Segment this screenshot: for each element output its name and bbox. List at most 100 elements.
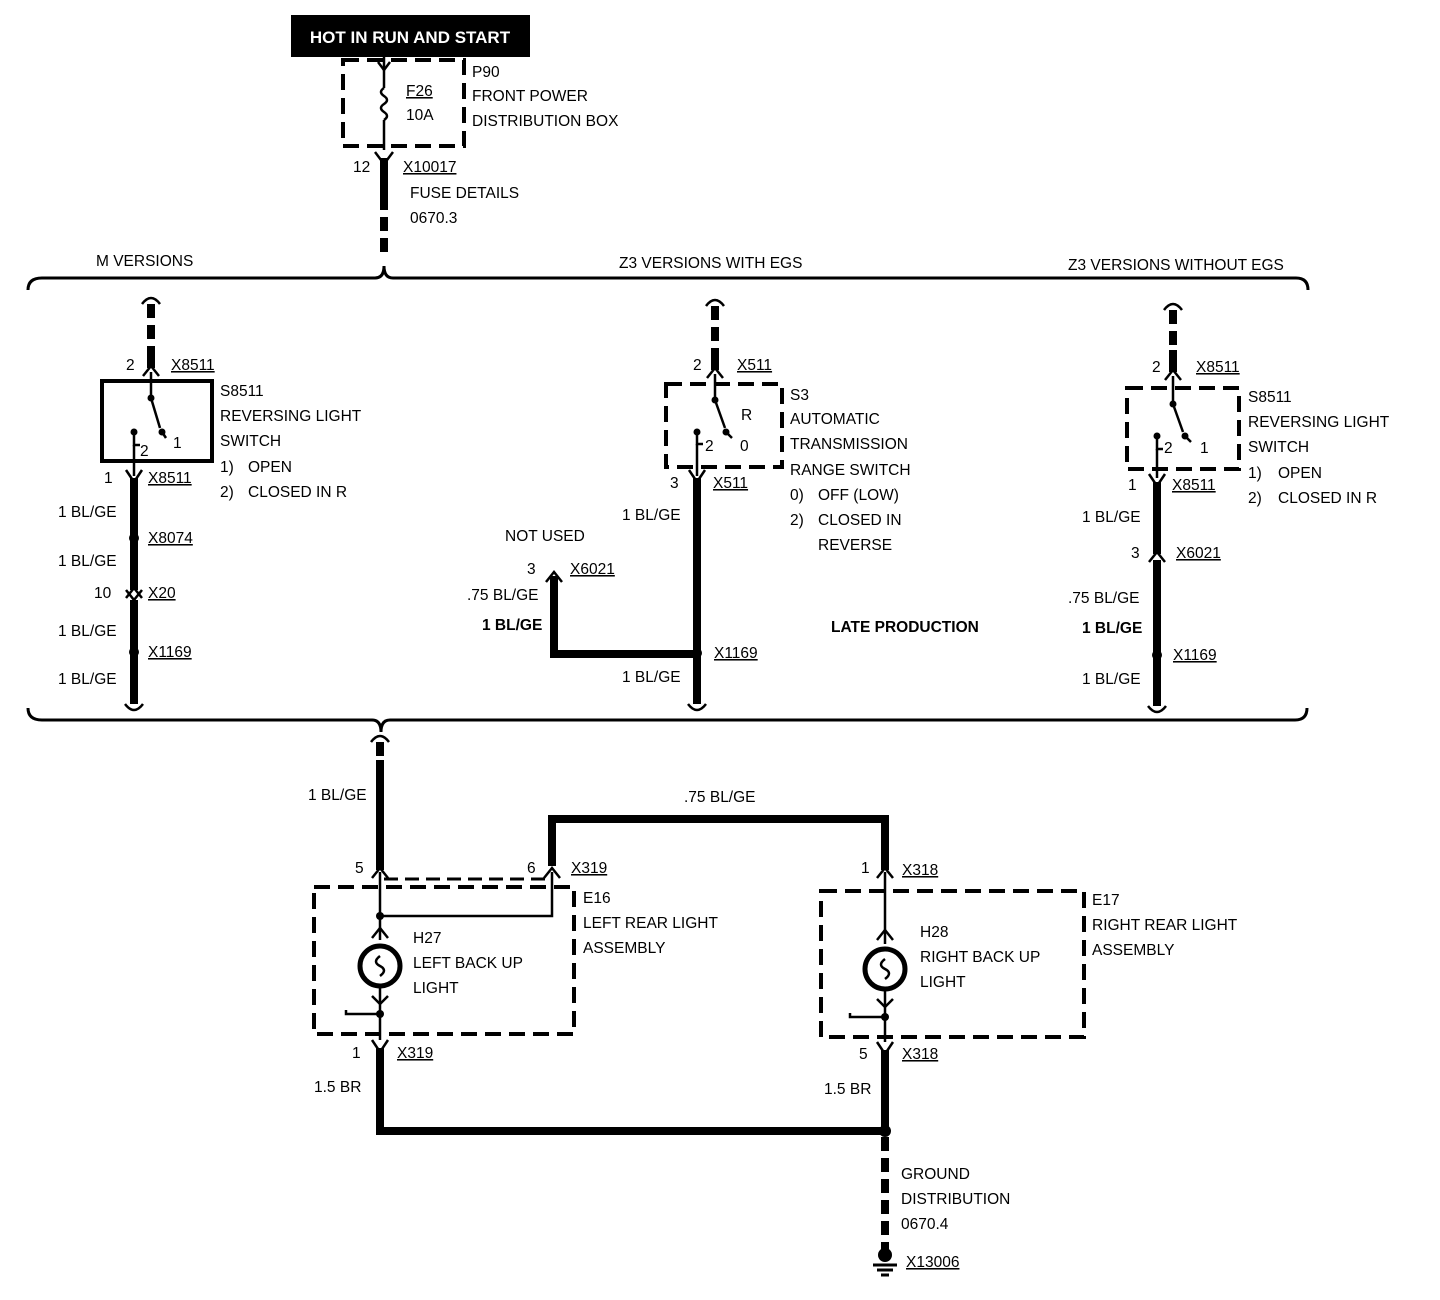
egs-conn-x1169: X1169 [714, 645, 758, 662]
m-state1: OPEN [248, 459, 292, 476]
right-assembly-name-1: RIGHT REAR LIGHT [1092, 917, 1238, 934]
right-pin-gnd: 5 [859, 1046, 868, 1063]
fuse-output: 12 X10017 FUSE DETAILS 0670.3 [353, 151, 519, 258]
m-conn-bottom: X8511 [148, 470, 192, 487]
m-wire-3: 1 BL/GE [58, 623, 117, 640]
no-egs-circuit: 2 X8511 2 1 S8511 REVERSING LIGHT SWITCH… [1068, 302, 1390, 714]
m-contact-2: 2 [140, 443, 149, 460]
fuse-symbol [377, 61, 391, 73]
egs-switch-box [664, 382, 784, 469]
no-egs-wire-1bl: 1 BL/GE [1082, 620, 1142, 637]
left-pin-out: 6 [527, 860, 536, 877]
egs-state2-2: REVERSE [818, 537, 892, 554]
no-egs-pos2: 2) [1248, 490, 1262, 507]
rear-lights-circuit: 1 BL/GE 5 .75 BL/GE 6 X319 E16 LEFT REAR… [308, 734, 1238, 1277]
m-pin-x20: 10 [94, 585, 112, 602]
right-assembly-name-2: ASSEMBLY [1092, 942, 1174, 959]
no-egs-pos1: 1) [1248, 465, 1262, 482]
m-conn-x1169: X1169 [148, 644, 192, 661]
egs-switch-name-3: RANGE SWITCH [790, 462, 911, 479]
left-rear-light-assembly [312, 885, 576, 1036]
egs-state2-1: CLOSED IN [818, 512, 902, 529]
right-lamp-name-1: RIGHT BACK UP [920, 949, 1040, 966]
fuse-connector: X10017 [403, 159, 456, 176]
right-rear-light-assembly [819, 889, 1086, 1039]
fuse-details-1: FUSE DETAILS [410, 185, 519, 202]
no-egs-contact-2: 2 [1164, 440, 1173, 457]
egs-wire-75: .75 BL/GE [467, 587, 539, 604]
left-lamp-id: H27 [413, 930, 441, 947]
no-egs-pin-bottom: 1 [1128, 477, 1137, 494]
left-lamp-name-1: LEFT BACK UP [413, 955, 523, 972]
rear-feed-wire: 1 BL/GE [308, 787, 367, 804]
no-egs-switch-box [1125, 386, 1241, 471]
right-pin-in: 1 [861, 860, 870, 877]
no-egs-state1: OPEN [1278, 465, 1322, 482]
right-back-up-lamp-icon [862, 946, 908, 992]
egs-not-used: NOT USED [505, 528, 585, 545]
left-pin-gnd: 1 [352, 1045, 361, 1062]
egs-pin-x6021: 3 [527, 561, 536, 578]
egs-contact-r: R [741, 407, 752, 424]
no-egs-wire-75: .75 BL/GE [1068, 590, 1140, 607]
no-egs-conn-x6021: X6021 [1176, 545, 1221, 562]
m-state2: CLOSED IN R [248, 484, 347, 501]
m-conn-x8074: X8074 [148, 530, 193, 547]
left-lamp-name-2: LIGHT [413, 980, 459, 997]
egs-pin-bottom: 3 [670, 475, 679, 492]
fuse-box-name-1: FRONT POWER [472, 88, 588, 105]
left-back-up-lamp-icon [357, 943, 403, 989]
right-lamp-id: H28 [920, 924, 948, 941]
egs-pin-top: 2 [693, 357, 702, 374]
late-production-label: LATE PRODUCTION [831, 619, 979, 636]
supply-header: HOT IN RUN AND START [291, 15, 530, 57]
supply-label: HOT IN RUN AND START [310, 28, 511, 47]
right-gnd-wire: 1.5 BR [824, 1081, 871, 1098]
egs-conn-x6021: X6021 [570, 561, 615, 578]
no-egs-switch-name-2: SWITCH [1248, 439, 1309, 456]
m-pos2: 2) [220, 484, 234, 501]
m-switch-box [100, 379, 214, 463]
m-contact-1: 1 [173, 435, 182, 452]
m-switch-name-1: REVERSING LIGHT [220, 408, 362, 425]
ground-label-3: 0670.4 [901, 1216, 949, 1233]
left-conn-gnd: X319 [397, 1045, 433, 1062]
egs-circuit: 2 X511 R 2 0 S3 AUTOMATIC TRANSMISSION R… [467, 298, 911, 712]
ground-splice [879, 1125, 891, 1137]
no-egs-wire-1: 1 BL/GE [1082, 509, 1141, 526]
egs-switch-name-1: AUTOMATIC [790, 411, 880, 428]
bottom-separator [26, 707, 1309, 733]
egs-contact-0: 0 [740, 438, 749, 455]
no-egs-contact-1: 1 [1200, 440, 1209, 457]
no-egs-conn-x1169: X1169 [1173, 647, 1217, 664]
no-egs-pin-top: 2 [1152, 359, 1161, 376]
egs-pos0: 0) [790, 487, 804, 504]
no-egs-state2: CLOSED IN R [1278, 490, 1377, 507]
left-pin-in: 5 [355, 860, 364, 877]
no-egs-switch-name-1: REVERSING LIGHT [1248, 414, 1390, 431]
right-lamp-name-2: LIGHT [920, 974, 966, 991]
egs-wire-out: 1 BL/GE [622, 669, 681, 686]
no-egs-conn-bottom: X8511 [1172, 477, 1216, 494]
top-separator [26, 265, 1310, 291]
m-wire-1: 1 BL/GE [58, 504, 117, 521]
egs-pos2: 2) [790, 512, 804, 529]
ground-icon [873, 1248, 897, 1277]
left-assembly-name-2: ASSEMBLY [583, 940, 665, 957]
ground-label-1: GROUND [901, 1166, 970, 1183]
fuse-box-id: P90 [472, 64, 500, 81]
egs-conn-top: X511 [737, 357, 772, 374]
m-switch-id: S8511 [220, 383, 264, 400]
m-pin-top: 2 [126, 357, 135, 374]
m-versions-circuit: 2 X8511 2 1 S8511 REVERSING LIGHT SWITCH… [58, 296, 362, 712]
egs-contact-2: 2 [705, 438, 714, 455]
no-egs-conn-top: X8511 [1196, 359, 1240, 376]
m-conn-x20: X20 [148, 585, 176, 602]
m-wire-2: 1 BL/GE [58, 553, 117, 570]
m-pin-bottom: 1 [104, 470, 113, 487]
left-gnd-wire: 1.5 BR [314, 1079, 361, 1096]
egs-switch-id: S3 [790, 387, 809, 404]
m-switch-name-2: SWITCH [220, 433, 281, 450]
section-egs: Z3 VERSIONS WITH EGS [619, 255, 802, 272]
